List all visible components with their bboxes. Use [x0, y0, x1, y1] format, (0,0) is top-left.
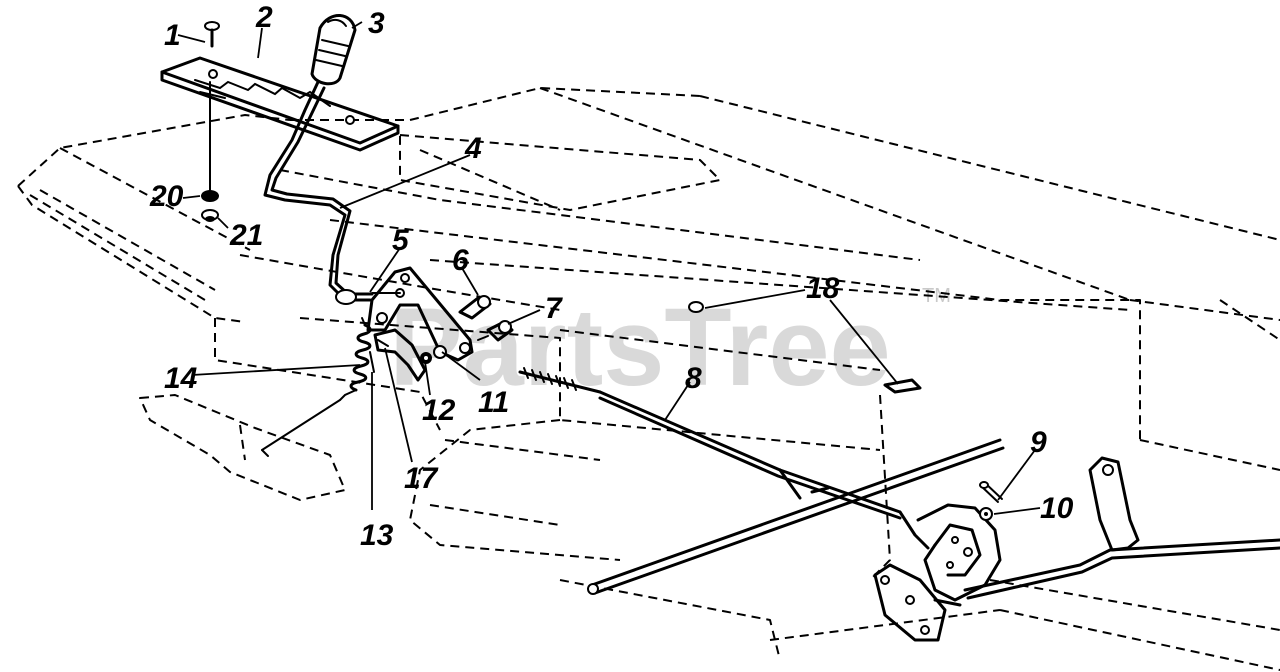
pivot-axle-rod — [587, 438, 1005, 595]
callout-1: 1 — [164, 19, 181, 52]
leader-lines — [177, 21, 1041, 515]
washer-and-nut — [201, 81, 219, 222]
callout-5: 5 — [392, 224, 410, 257]
callout-3: 3 — [368, 7, 385, 40]
callout-6: 6 — [452, 244, 469, 277]
callout-12: 12 — [422, 394, 456, 427]
callout-18: 18 — [806, 272, 840, 305]
callout-14: 14 — [164, 362, 198, 395]
watermark-text: PartsTree — [389, 286, 890, 409]
callout-labels: 1 2 3 4 5 6 7 8 9 10 11 12 13 14 17 18 2… — [149, 1, 1074, 552]
tractor-body-outline — [17, 87, 1280, 671]
callout-4: 4 — [464, 132, 482, 165]
callout-8: 8 — [685, 362, 702, 395]
screw — [204, 21, 220, 48]
callout-13: 13 — [360, 519, 394, 552]
shift-cam-plate — [898, 503, 1002, 602]
shift-lever — [263, 80, 374, 305]
footrest-bracket — [139, 394, 346, 501]
callout-9: 9 — [1030, 426, 1047, 459]
callout-21: 21 — [229, 219, 263, 252]
crank-arm — [963, 456, 1280, 600]
callout-10: 10 — [1040, 492, 1074, 525]
pivot-bracket — [366, 266, 474, 382]
extension-spring — [261, 317, 372, 457]
mounting-bracket — [873, 563, 962, 642]
callout-7: 7 — [545, 292, 563, 325]
shift-knob — [310, 14, 357, 86]
callout-2: 2 — [255, 1, 273, 34]
callout-20: 20 — [149, 180, 184, 213]
shift-plate — [160, 56, 400, 152]
callout-11: 11 — [478, 386, 509, 419]
callout-17: 17 — [404, 462, 439, 495]
cotter-pins — [369, 339, 389, 373]
clevis-pin-and-washer — [979, 481, 1003, 521]
rod-clip — [688, 301, 922, 394]
watermark-trademark: TM — [922, 285, 951, 307]
